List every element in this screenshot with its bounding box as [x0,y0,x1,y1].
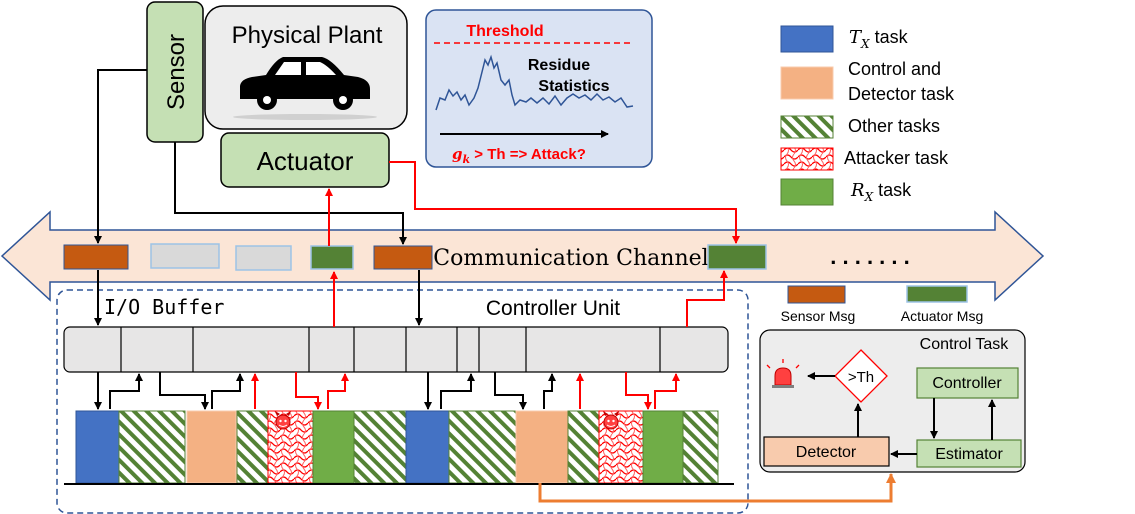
alarm-icon [766,359,800,388]
attack-condition: gk > Th => Attack? [452,145,586,166]
rx-task [642,410,684,484]
control-detector-task [515,410,569,484]
control-task-title: Control Task [920,336,1010,353]
attacker-task [267,410,314,484]
sensor-msg-2 [373,245,433,270]
actuator-flow-arrows [251,161,740,410]
other-task [236,410,269,484]
legend-sensor-msg-label: Sensor Msg [781,308,856,324]
residue-statistics-panel [425,9,653,168]
legend-attacker-swatch [780,147,834,171]
other-task [448,410,517,484]
legend-control-line1: Control and [848,59,941,79]
physical-plant-label: Physical Plant [232,22,383,49]
legend-actuator-msg-label: Actuator Msg [901,308,983,324]
legend-tx-swatch [780,25,834,53]
controller-box [916,367,1019,399]
communication-channel-arrow [0,210,1045,302]
other-task [567,410,600,484]
actuator-msg-1 [310,245,354,270]
residue-signal-trace [435,54,634,111]
legend-other-label: Other tasks [848,116,940,136]
actuator-msg-2 [707,244,767,270]
arrow-task-to-control-panel [538,473,896,503]
devil-icon [275,411,291,430]
io-buffer-label: I/O Buffer [104,295,224,319]
threshold-check-label: >Th [848,369,874,386]
legend-attacker-label: Attacker task [844,148,949,168]
threshold-label: Threshold [466,23,543,40]
other-task [118,410,186,484]
tx-task [75,410,120,484]
channel-label: Communication Channel [433,246,708,271]
controller-label: Controller [932,375,1002,392]
car-icon [233,57,377,120]
residue-title-line1: Residue [528,57,590,74]
devil-icon [603,411,619,430]
sensor-label: Sensor [163,34,190,110]
legend-other-swatch [780,115,834,139]
other-task [353,410,407,484]
detector-label: Detector [796,444,857,461]
control-detector-task [186,410,237,484]
legend-control-swatch [780,66,834,100]
estimator-label: Estimator [935,446,1003,463]
detector-box [763,436,890,467]
rx-task [312,410,355,484]
threshold-check-diamond [834,349,888,403]
residue-title-line2: Statistics [538,78,609,95]
legend-rx-swatch [780,178,834,206]
other-task [682,410,719,484]
sensor-flow-arrows [94,69,556,410]
actuator-label: Actuator [257,146,354,176]
legend-actuator-msg-swatch [906,285,968,303]
task-schedule [75,410,719,484]
empty-msg-2 [235,245,292,271]
sensor-msg-1 [63,244,129,270]
actuator-block [220,132,390,188]
io-buffer [63,326,729,373]
channel-ellipsis: . . . . . . . [830,244,909,269]
empty-msg-1 [150,243,220,269]
controller-unit-boundary [56,289,749,514]
controller-unit-label: Controller Unit [486,297,620,320]
legend-sensor-msg-swatch [787,285,846,304]
legend-control-line2: Detector task [848,84,955,104]
io-buffer-dividers [120,327,661,372]
tx-task [405,410,450,484]
